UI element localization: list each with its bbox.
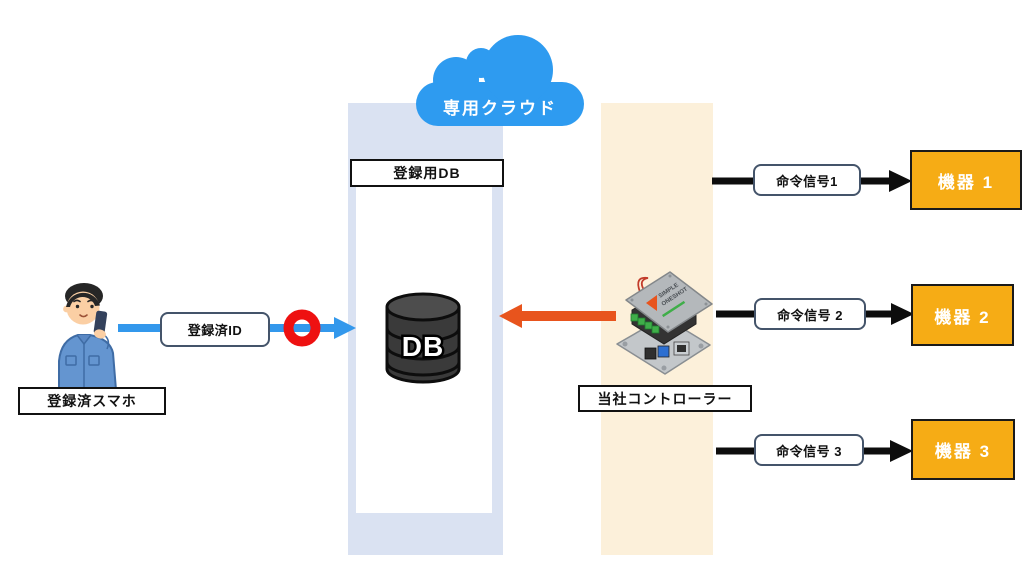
registered-id-badge: 登録済ID: [160, 312, 270, 347]
controller-caption-text: 当社コントローラー: [597, 390, 733, 407]
registered-smartphone-caption-text: 登録済スマホ: [47, 393, 137, 409]
db-cylinder-label: DB: [402, 331, 444, 362]
command-signal-1-badge: 命令信号1: [753, 164, 861, 196]
controller-to-db-arrow: [499, 304, 616, 328]
command-signal-3-text: 命令信号 3: [776, 443, 842, 459]
smartphone-icon: [93, 310, 108, 335]
command-signal-1-text: 命令信号1: [776, 173, 838, 189]
ok-circle-mark: [283, 309, 321, 347]
registered-id-badge-text: 登録済ID: [187, 323, 243, 338]
controller-caption: 当社コントローラー: [578, 385, 752, 412]
device-3-box: 機器 3: [911, 419, 1015, 480]
device-1-label: 機器 1: [937, 172, 995, 192]
user-with-smartphone-illustration: [58, 283, 117, 390]
controller-photo: SIMPLE ONESHOT: [616, 271, 713, 375]
device-2-box: 機器 2: [911, 284, 1014, 346]
command-signal-2-badge: 命令信号 2: [754, 298, 866, 330]
controller-logo-mark: [646, 295, 657, 311]
command-signal-3-badge: 命令信号 3: [754, 434, 864, 466]
cloud-label: 専用クラウド: [443, 99, 557, 118]
cloud-icon: 専用クラウド: [416, 35, 584, 126]
registration-db-label: 登録用DB: [350, 159, 504, 187]
device-3-label: 機器 3: [934, 442, 992, 461]
registered-smartphone-caption: 登録済スマホ: [18, 387, 166, 415]
database-icon: DB: [385, 292, 461, 384]
device-2-label: 機器 2: [934, 307, 991, 327]
registration-db-label-text: 登録用DB: [393, 165, 461, 181]
device-1-box: 機器 1: [910, 150, 1022, 210]
command-signal-2-text: 命令信号 2: [777, 307, 843, 323]
